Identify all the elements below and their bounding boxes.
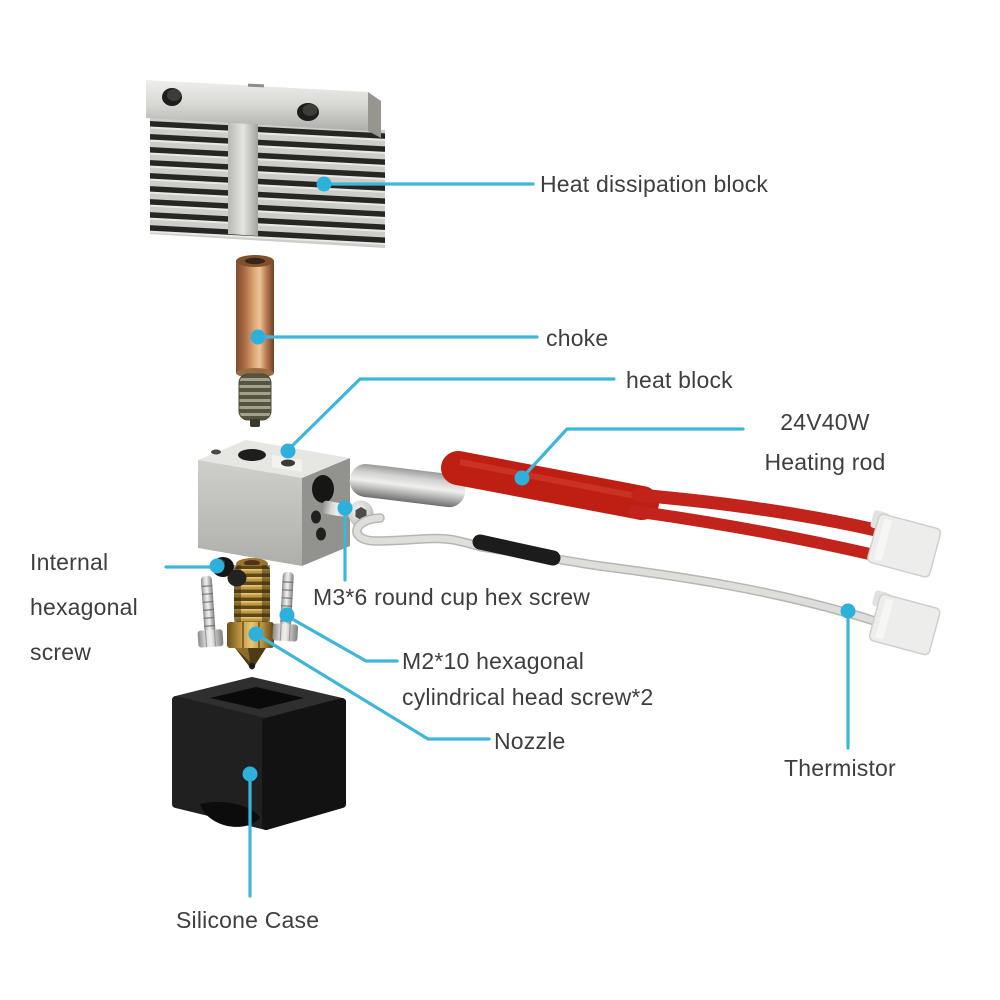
dot-m3-screw (337, 500, 353, 516)
heat-dissipation-block-part (146, 80, 385, 248)
m2-screw-left (197, 575, 224, 648)
leader-nozzle (254, 632, 491, 741)
leader-lines (164, 182, 850, 898)
leader-dots (209, 176, 856, 782)
heating-rod-part (349, 451, 942, 578)
nozzle-part (227, 558, 274, 670)
dot-silicone-case (242, 766, 258, 782)
silicone-case-part (172, 677, 346, 830)
leader-heating-rod (520, 427, 745, 480)
label-nozzle: Nozzle (494, 728, 566, 754)
case-opening (210, 687, 304, 709)
choke-part (236, 255, 274, 427)
dot-heating-rod (514, 470, 530, 486)
heat-block-front-face (198, 460, 302, 566)
dot-m2-screw (279, 607, 295, 623)
dot-heat-block (280, 443, 296, 459)
heater-connector (867, 510, 942, 578)
heat-block-part (198, 440, 350, 566)
label-m2-screw: M2*10 hexagonal cylindrical head screw*2 (402, 648, 654, 710)
label-heat-block: heat block (626, 367, 733, 393)
label-heat-dissipation-block: Heat dissipation block (540, 171, 769, 197)
label-heating-rod: 24V40W Heating rod (764, 409, 886, 475)
choke-thread (239, 374, 271, 420)
m2-screw-right (272, 571, 298, 642)
label-choke: choke (546, 325, 609, 351)
label-m3-screw: M3*6 round cup hex screw (313, 584, 591, 610)
thermistor-connector (868, 590, 941, 656)
heater-cable-1 (631, 488, 887, 538)
leader-m2-screw (285, 614, 399, 663)
dot-thermistor (840, 603, 856, 619)
thermistor-part (352, 513, 941, 656)
label-thermistor: Thermistor (784, 755, 896, 781)
dot-nozzle (248, 626, 264, 642)
leader-heat-block (286, 377, 616, 452)
dot-internal-hex-screw (209, 558, 225, 574)
heatsink-center-rib (228, 119, 258, 236)
dot-heat-dissipation-block (316, 176, 332, 192)
dot-choke (250, 329, 266, 345)
case-right-face (262, 698, 346, 830)
label-silicone-case: Silicone Case (176, 907, 320, 933)
case-bottom-notch (200, 801, 260, 827)
thermistor-heatshrink (472, 534, 561, 566)
label-internal-hex-screw: Internal hexagonal screw (30, 549, 138, 665)
heater-cable-2 (628, 505, 880, 561)
heater-cable-sleeve (441, 451, 659, 520)
